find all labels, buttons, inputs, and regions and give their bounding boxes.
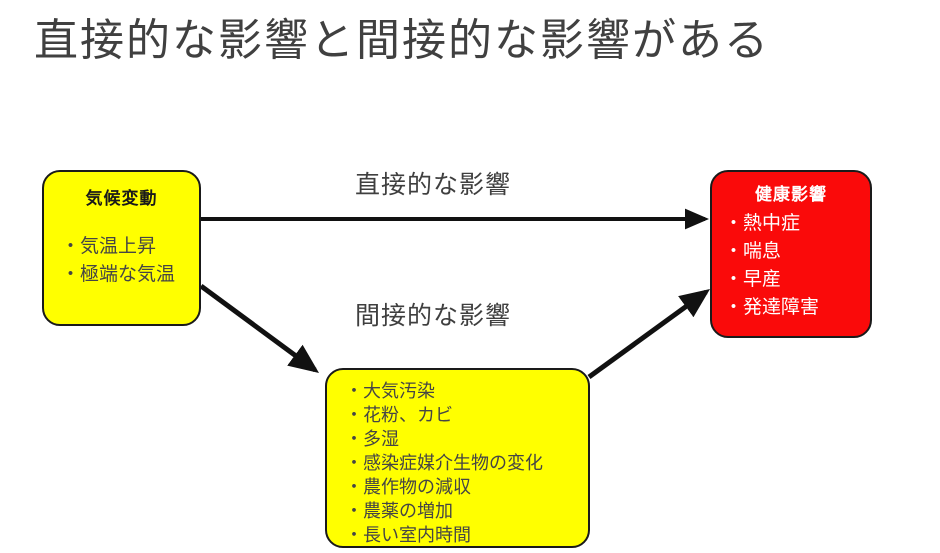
list-item: ・農作物の減収	[345, 477, 471, 498]
node-climate-change-bullets: ・気温上昇 ・極端な気温	[44, 232, 199, 288]
node-indirect-factors[interactable]: ・大気汚染 ・花粉、カビ ・多湿 ・感染症媒介生物の変化 ・農作物の減収 ・農薬…	[325, 368, 590, 548]
list-item: ・気温上昇	[61, 235, 157, 257]
list-item: ・発達障害	[724, 296, 820, 318]
list-item: ・喘息	[724, 240, 782, 262]
list-item: ・早産	[724, 268, 782, 290]
node-indirect-factors-bullets: ・大気汚染 ・花粉、カビ ・多湿 ・感染症媒介生物の変化 ・農作物の減収 ・農薬…	[327, 380, 588, 548]
page-title: 直接的な影響と間接的な影響がある	[34, 15, 770, 66]
list-item: ・極端な気温	[61, 263, 176, 285]
list-item: ・多湿	[345, 429, 399, 450]
edge-label-direct: 直接的な影響	[355, 170, 512, 199]
node-climate-change[interactable]: 気候変動 ・気温上昇 ・極端な気温	[42, 170, 201, 326]
list-item: ・農薬の増加	[345, 501, 453, 522]
list-item: ・感染症媒介生物の変化	[345, 453, 543, 474]
node-health-effects-heading: 健康影響	[755, 185, 827, 205]
node-health-effects[interactable]: 健康影響 ・熱中症 ・喘息 ・早産 ・発達障害	[710, 170, 872, 338]
edge-label-indirect: 間接的な影響	[355, 301, 512, 330]
list-item: ・熱中症	[724, 212, 801, 234]
arrow-indirect-climate-to-factors	[199, 283, 320, 373]
arrow-indirect-factors-to-health	[587, 289, 711, 380]
node-health-effects-bullets: ・熱中症 ・喘息 ・早産 ・発達障害	[712, 209, 870, 321]
list-item: ・長い室内時間	[345, 525, 471, 546]
list-item: ・大気汚染	[345, 381, 435, 402]
list-item: ・花粉、カビ	[345, 405, 453, 426]
node-climate-change-heading: 気候変動	[85, 189, 158, 209]
